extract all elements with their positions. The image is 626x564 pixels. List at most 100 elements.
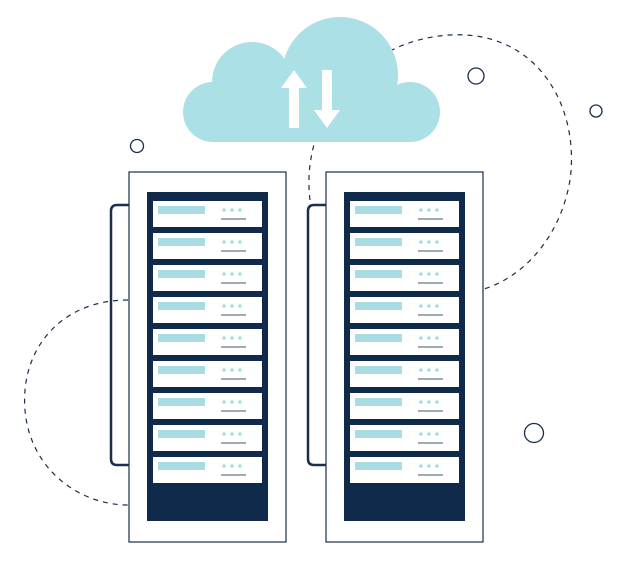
server-unit (350, 201, 459, 227)
server-label-bar (355, 366, 402, 374)
decor-circle (129, 138, 145, 154)
status-led (435, 368, 439, 372)
status-led (222, 304, 226, 308)
status-led (238, 432, 242, 436)
server-unit (350, 265, 459, 291)
status-led (435, 272, 439, 276)
server-unit (350, 425, 459, 451)
server-unit (350, 297, 459, 323)
status-led (238, 208, 242, 212)
server-label-bar (158, 206, 205, 214)
server-label-bar (158, 238, 205, 246)
status-led (230, 208, 234, 212)
status-led (230, 304, 234, 308)
dashed-orbit-left (24, 299, 129, 506)
status-led (419, 304, 423, 308)
status-led (419, 272, 423, 276)
status-led (427, 208, 431, 212)
server-unit (153, 233, 262, 259)
status-led (222, 432, 226, 436)
server-label-bar (355, 430, 402, 438)
upload-arrow-icon (281, 70, 307, 128)
decor-circle (467, 67, 485, 85)
server-rack-icon (109, 171, 287, 543)
status-led (435, 208, 439, 212)
status-led (419, 336, 423, 340)
server-label-bar (355, 206, 402, 214)
server-unit (153, 457, 262, 483)
server-label-bar (355, 270, 402, 278)
status-led (427, 432, 431, 436)
status-led (435, 464, 439, 468)
server-unit (153, 329, 262, 355)
server-label-bar (355, 238, 402, 246)
server-unit (153, 297, 262, 323)
status-led (435, 240, 439, 244)
status-led (230, 272, 234, 276)
status-led (427, 400, 431, 404)
server-label-bar (158, 302, 205, 310)
status-led (435, 304, 439, 308)
server-label-bar (158, 462, 205, 470)
status-led (238, 400, 242, 404)
server-unit (350, 393, 459, 419)
status-led (222, 272, 226, 276)
status-led (230, 400, 234, 404)
status-led (419, 208, 423, 212)
status-led (427, 368, 431, 372)
status-led (222, 464, 226, 468)
status-led (419, 240, 423, 244)
server-label-bar (158, 334, 205, 342)
server-unit (350, 457, 459, 483)
status-led (222, 208, 226, 212)
status-led (435, 400, 439, 404)
server-label-bar (355, 302, 402, 310)
status-led (419, 464, 423, 468)
status-led (230, 240, 234, 244)
status-led (419, 432, 423, 436)
status-led (230, 464, 234, 468)
status-led (230, 368, 234, 372)
server-unit (153, 361, 262, 387)
status-led (427, 336, 431, 340)
server-label-bar (355, 462, 402, 470)
server-unit (350, 361, 459, 387)
status-led (222, 368, 226, 372)
rack-bracket (306, 203, 326, 467)
rack-bracket (109, 203, 129, 467)
status-led (427, 240, 431, 244)
status-led (427, 272, 431, 276)
status-led (238, 336, 242, 340)
status-led (435, 336, 439, 340)
status-led (435, 432, 439, 436)
server-unit (350, 329, 459, 355)
status-led (419, 400, 423, 404)
status-led (427, 304, 431, 308)
status-led (238, 464, 242, 468)
server-label-bar (355, 334, 402, 342)
server-label-bar (158, 366, 205, 374)
status-led (230, 336, 234, 340)
status-led (222, 400, 226, 404)
server-label-bar (158, 270, 205, 278)
server-rack-icon (306, 171, 484, 543)
server-label-bar (158, 398, 205, 406)
status-led (230, 432, 234, 436)
decor-circle (523, 422, 545, 444)
status-led (419, 368, 423, 372)
server-unit (153, 265, 262, 291)
cloud-icon (183, 17, 440, 142)
status-led (238, 240, 242, 244)
status-led (238, 304, 242, 308)
server-unit (153, 425, 262, 451)
status-led (238, 272, 242, 276)
server-unit (153, 393, 262, 419)
server-label-bar (355, 398, 402, 406)
decor-circle (589, 104, 603, 118)
status-led (222, 240, 226, 244)
server-unit (153, 201, 262, 227)
download-arrow-icon (314, 70, 340, 128)
status-led (222, 336, 226, 340)
status-led (427, 464, 431, 468)
